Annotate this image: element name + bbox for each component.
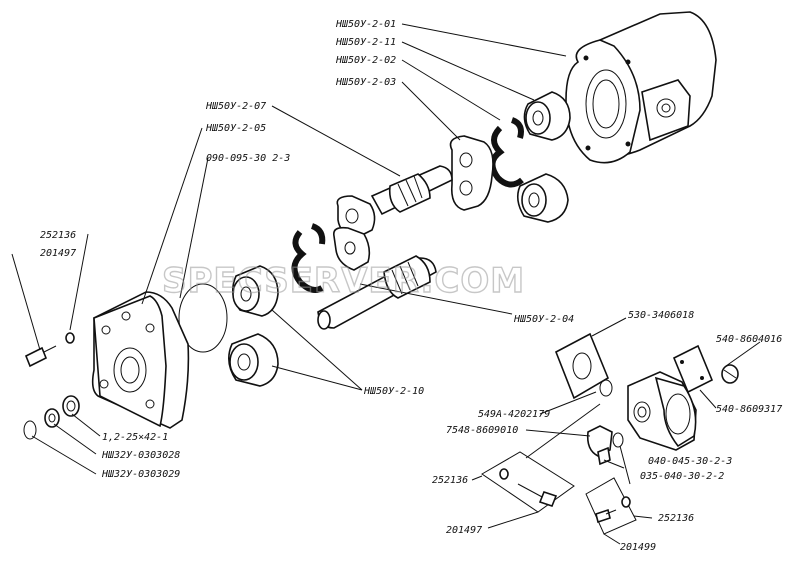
label-nsh50u-2-04: НШ50У-2-04 [513, 314, 574, 325]
label-nsh50u-2-03: НШ50У-2-03 [335, 77, 396, 88]
gasket-plate [554, 332, 610, 400]
label-nsh50u-2-10: НШ50У-2-10 [363, 386, 424, 397]
label-nsh50u-2-05: НШ50У-2-05 [205, 123, 266, 134]
seal-ring-middle [291, 223, 326, 293]
part-labels: НШ50У-2-01 НШ50У-2-11 НШ50У-2-02 НШ50У-2… [40, 19, 782, 553]
pump-housing [565, 11, 717, 164]
label-530-3406018: 530-3406018 [628, 310, 694, 321]
label-549a-4202179: 549А-4202179 [478, 409, 550, 420]
bushing-lower-right [516, 173, 569, 223]
label-201499: 201499 [620, 542, 656, 553]
label-nsh32u-0303028: НШ32У-0303028 [101, 450, 180, 461]
label-201497-left: 201497 [40, 248, 76, 259]
label-washer-1-2: 1,2-25×42-1 [102, 432, 168, 443]
o-ring-small [599, 379, 613, 397]
drive-gear-shaft [336, 165, 453, 239]
fitting [586, 425, 613, 466]
o-ring-fitting [612, 432, 624, 448]
bushing-left-lower [228, 333, 279, 387]
snap-ring [23, 420, 37, 440]
driven-gear-shaft [317, 255, 437, 330]
label-nsh50u-2-02: НШ50У-2-02 [335, 55, 396, 66]
bearing-plate [449, 135, 494, 211]
leader-lines [11, 23, 761, 545]
label-540-8609317: 540-8609317 [716, 404, 782, 415]
valve-cover-plate [672, 344, 714, 394]
front-cover [91, 291, 190, 429]
washer-left-small [65, 332, 75, 344]
seal-ring-upper [489, 117, 524, 188]
label-nsh50u-2-07: НШ50У-2-07 [205, 101, 266, 112]
label-nsh50u-2-01: НШ50У-2-01 [335, 19, 396, 30]
plug [721, 364, 739, 384]
inset-box-bolt [481, 451, 575, 513]
label-o-ring-090: 090-095-30 2-3 [206, 153, 290, 164]
label-201497-right: 201497 [446, 525, 482, 536]
o-ring [178, 283, 228, 353]
bearing-plate-lower [332, 226, 371, 271]
valve-body [627, 371, 697, 451]
label-252136-left: 252136 [40, 230, 76, 241]
bushing-left-upper [232, 265, 279, 317]
bushing-upper [523, 91, 571, 141]
label-035-040: 035-040-30-2-2 [640, 471, 724, 482]
label-540-8604016: 540-8604016 [716, 334, 782, 345]
washer-spring [62, 395, 80, 417]
watermark: SPECSERVER.COM [162, 261, 525, 301]
label-nsh50u-2-11: НШ50У-2-11 [335, 37, 396, 48]
bolt-left [24, 345, 57, 368]
washer-flat [44, 408, 60, 428]
label-252136-right: 252136 [432, 475, 468, 486]
label-252136-inset: 252136 [658, 513, 694, 524]
label-nsh32u-0303029: НШ32У-0303029 [101, 469, 180, 480]
label-7548-8609010: 7548-8609010 [446, 425, 518, 436]
label-040-045: 040-045-30-2-3 [648, 456, 732, 467]
inset-box-small [585, 477, 637, 535]
